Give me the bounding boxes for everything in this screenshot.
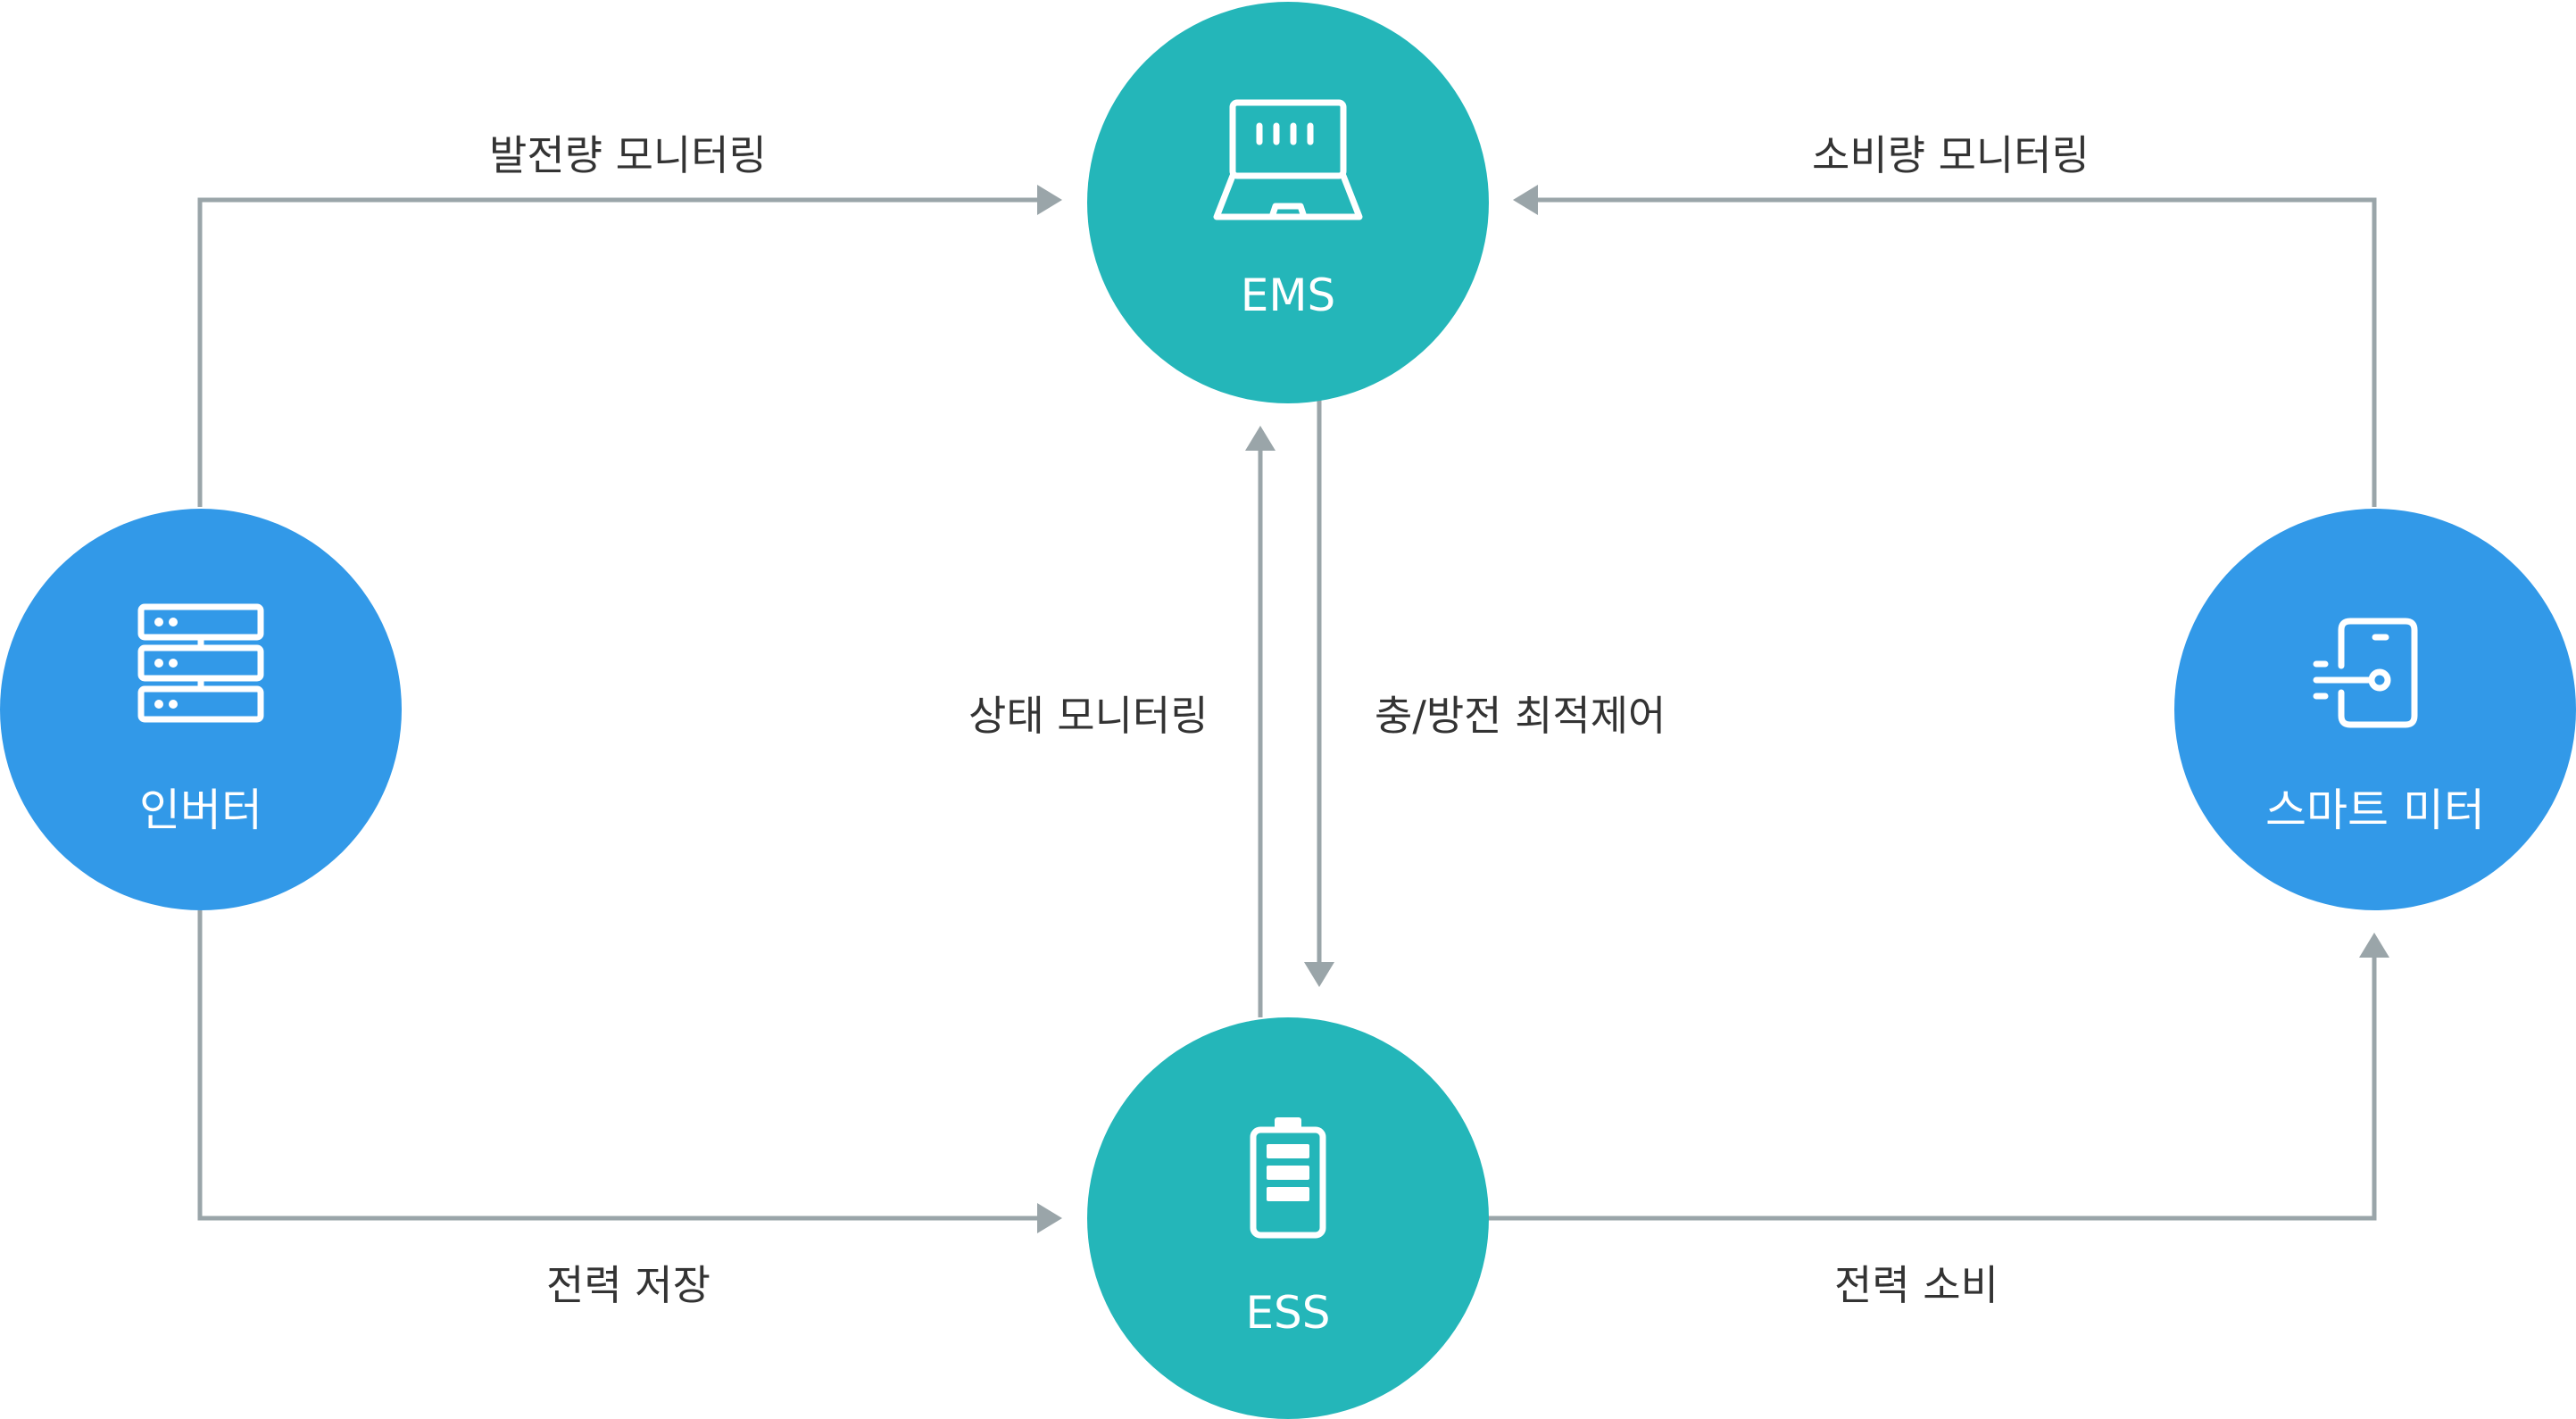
node-ems-label: EMS <box>1240 270 1336 321</box>
node-ess-label: ESS <box>1245 1287 1331 1339</box>
arrowhead-into-ems-right <box>1513 185 1538 215</box>
arrowhead-into-ess <box>1037 1203 1062 1233</box>
node-ess: ESS <box>1087 1017 1489 1419</box>
edge-inverter-to-ems <box>197 197 1037 507</box>
edge-label-charge-discharge-control: 충/방전 최적제어 <box>1375 692 1666 740</box>
edge-label-generation-monitoring: 발전량 모니터링 <box>489 131 767 179</box>
arrowhead-down-to-ess <box>1304 962 1334 987</box>
edge-label-power-storage: 전력 저장 <box>546 1261 710 1309</box>
node-ems: EMS <box>1087 2 1489 403</box>
node-inverter-label: 인버터 <box>139 784 262 836</box>
edge-label-power-consumption: 전력 소비 <box>1834 1261 1998 1309</box>
edge-ess-to-smart-meter <box>1487 953 2377 1221</box>
laptop-icon <box>1213 99 1363 220</box>
smart-meter-icon <box>2313 618 2418 728</box>
arrowhead-up-to-smart-meter <box>2359 933 2389 958</box>
edge-label-status-monitoring: 상태 모니터링 <box>968 692 1209 740</box>
node-inverter: 인버터 <box>0 509 402 910</box>
edge-label-consumption-monitoring: 소비량 모니터링 <box>1812 131 2090 179</box>
node-smart-meter: 스마트 미터 <box>2174 509 2576 910</box>
arrowhead-up-to-ems <box>1245 426 1276 451</box>
edge-inverter-to-ess <box>197 910 1037 1221</box>
battery-icon <box>1250 1117 1326 1239</box>
node-smart-meter-label: 스마트 미터 <box>2265 784 2485 836</box>
edge-smart-meter-to-ems <box>1535 197 2377 507</box>
server-icon <box>137 603 264 723</box>
arrowhead-into-ems-left <box>1037 185 1062 215</box>
